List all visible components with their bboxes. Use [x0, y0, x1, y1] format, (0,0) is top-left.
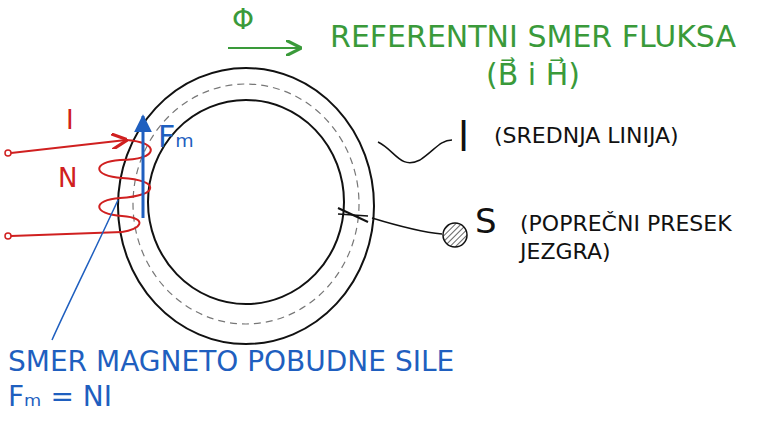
terminal [5, 150, 11, 156]
mean-line [133, 84, 359, 324]
length-label: (SREDNJA LINIJA) [494, 122, 694, 150]
leader-line [372, 218, 442, 234]
core-outer [118, 68, 374, 344]
cross-section-symbol [443, 223, 467, 247]
leader-line [378, 140, 452, 163]
area-label: (POPREČNI PRESEK JEZGRA) [520, 210, 750, 265]
leader-line [52, 200, 118, 340]
section-mark [338, 208, 368, 222]
mmf-arrow [142, 116, 145, 218]
mmf-label: SMER MAGNETO POBUDNE SILE Fₘ = NI [8, 344, 458, 414]
turns-symbol: N [58, 162, 92, 195]
core-inner [148, 100, 344, 304]
wire [11, 232, 122, 236]
wire [11, 140, 126, 153]
length-symbol: l [458, 112, 488, 162]
area-symbol: S [475, 200, 515, 243]
flux-arrow [228, 47, 300, 49]
terminal [5, 233, 11, 239]
mmf-symbol: Fₘ [158, 118, 228, 156]
flux-reference-label: REFERENTNI SMER FLUKSA (B⃗ i H⃗) [318, 18, 748, 93]
current-symbol: I [66, 104, 96, 137]
flux-symbol: Φ [232, 2, 272, 37]
section-mark [338, 214, 368, 216]
